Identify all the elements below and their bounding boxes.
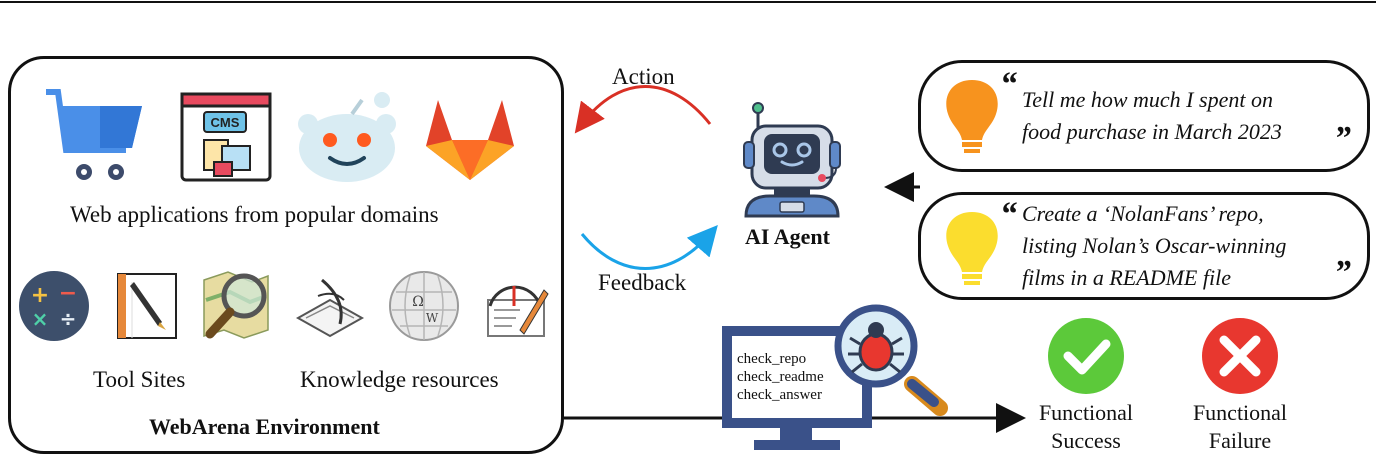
svg-text:−: − (59, 281, 77, 306)
svg-text:×: × (32, 307, 49, 331)
intent-2-line-2: listing Nolan’s Oscar-winning (1022, 233, 1287, 258)
svg-text:CMS: CMS (211, 115, 240, 130)
gitlab-icon (426, 100, 514, 180)
feedback-arrow (580, 224, 718, 270)
failure-label-line-2: Failure (1208, 428, 1272, 453)
intent-1-line-2: food purchase in March 2023 (1022, 119, 1282, 144)
check-item: check_answer (737, 387, 822, 403)
svg-text:÷: ÷ (60, 307, 77, 331)
intent-1-line-1: Tell me how much I spent on (1022, 87, 1273, 112)
web-apps-caption: Web applications from popular domains (70, 202, 439, 227)
reddit-icon (298, 92, 396, 182)
bug-magnifier-icon (834, 304, 948, 416)
action-arrow (574, 85, 712, 134)
robot-icon (743, 102, 841, 218)
intent-2-line-3: films in a README file (1022, 265, 1231, 290)
tool-sites-caption: Tool Sites (93, 367, 186, 392)
webarena-environment-box (8, 56, 564, 454)
success-label-line-1: Functional (1038, 400, 1134, 425)
knowledge-caption: Knowledge resources (300, 367, 499, 392)
manual-icon (487, 285, 549, 337)
intent-bubble-1 (918, 60, 1370, 172)
open-quote-2: “ (1000, 196, 1017, 233)
map-magnifier-icon (203, 271, 269, 339)
close-quote-1: ” (1334, 120, 1351, 157)
success-check-icon (1048, 318, 1124, 394)
book-quill-icon (295, 278, 365, 338)
check-item: check_repo (737, 351, 807, 367)
svg-text:Ω: Ω (412, 294, 424, 310)
check-item: check_readme (737, 369, 824, 385)
feedback-label: Feedback (598, 270, 687, 295)
failure-label-line-1: Functional (1192, 400, 1288, 425)
failure-cross-icon (1202, 318, 1278, 394)
svg-text:+: + (31, 283, 49, 308)
environment-title: WebArena Environment (149, 414, 380, 439)
notebook-pen-icon (117, 273, 177, 339)
intent-2-line-1: Create a ‘NolanFans’ repo, (1022, 201, 1264, 226)
open-quote-1: “ (1000, 66, 1017, 103)
close-quote-2: ” (1334, 254, 1351, 291)
calculator-icon: + − × ÷ (19, 271, 89, 341)
svg-text:W: W (426, 311, 439, 325)
action-label: Action (612, 64, 675, 89)
wikipedia-globe-icon: Ω W (389, 271, 459, 341)
intent-bubble-2 (918, 192, 1370, 300)
agent-label: AI Agent (745, 224, 830, 249)
success-label-line-2: Success (1051, 428, 1121, 453)
cms-icon: CMS (180, 92, 272, 182)
shopping-cart-icon (46, 89, 142, 180)
